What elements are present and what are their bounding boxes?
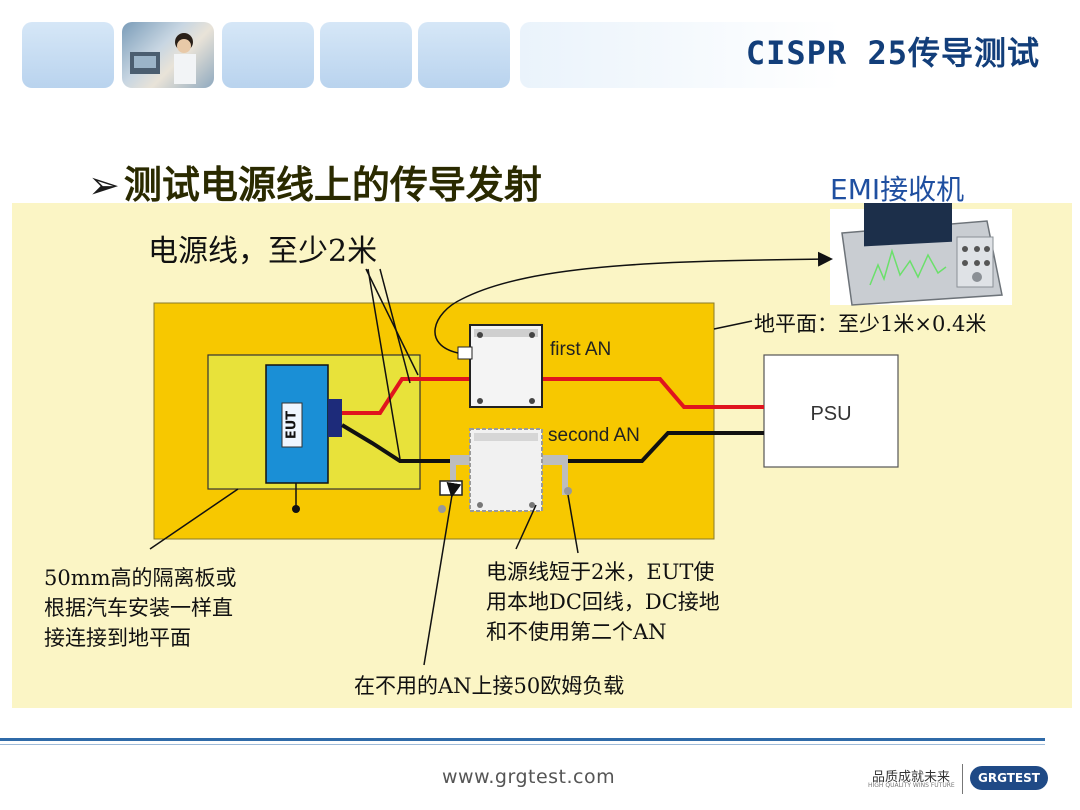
isolation-note-line-2: 根据汽车安装一样直 [44, 596, 233, 620]
title-bar [520, 22, 1055, 88]
footer-divider [0, 738, 1045, 741]
pointer-line [567, 494, 579, 554]
load-note: 在不用的AN上接50欧姆负载 [354, 674, 624, 698]
footer-divider-thin [0, 744, 1045, 745]
pointer-line [515, 504, 537, 550]
section-heading: ➢测试电源线上的传导发射 [88, 154, 542, 209]
pointer-line [149, 488, 239, 550]
header-photo [122, 22, 214, 88]
isolation-note-line-3: 接连接到地平面 [44, 626, 191, 650]
footer-slogan-sub: HIGH QUALITY WINS FUTURE [868, 782, 955, 789]
measurement-cable [434, 251, 833, 354]
pointer-line [379, 268, 411, 384]
eut-label-box [281, 402, 303, 448]
psu-box [763, 354, 899, 468]
emi-receiver-label: EMI接收机 [830, 173, 965, 206]
header-tile [320, 22, 412, 88]
second-an-label: second AN [548, 425, 640, 446]
header-tile [418, 22, 510, 88]
pointer-line [365, 268, 419, 376]
ground-plane-label: 地平面：至少1米×0.4米 [754, 312, 986, 336]
arrow-bullet-icon: ➢ [88, 163, 120, 207]
short-line-note-line-3: 和不使用第二个AN [486, 620, 667, 644]
isolation-note-line-1: 50mm高的隔离板或 [44, 566, 237, 590]
company-logo: GRGTEST [970, 766, 1048, 790]
lab-photo-icon [130, 33, 196, 84]
first-an-box [457, 324, 543, 408]
first-an-label: first AN [550, 339, 611, 360]
positive-wire-in [342, 377, 470, 415]
pointer-line [423, 481, 462, 666]
eut-ground-point [292, 505, 300, 513]
negative-wire-in [340, 423, 470, 463]
pointer-line [713, 320, 753, 330]
footer-slogan: 品质成就未来 [872, 770, 951, 785]
header-tile [22, 22, 114, 88]
test-setup-diagram: EUT PSU first AN [44, 203, 1012, 698]
diagram-panel: EUT PSU first AN [12, 203, 1072, 708]
short-line-note-line-1: 电源线短于2米，EUT使 [486, 560, 714, 584]
logo-divider [962, 764, 963, 794]
header-tile [222, 22, 314, 88]
eut-label: EUT [285, 411, 300, 439]
psu-label: PSU [810, 403, 851, 425]
power-line-label: 电源线，至少2米 [148, 234, 377, 269]
eut-connector [328, 399, 342, 437]
footer-url: www.grgtest.com [442, 766, 616, 788]
second-an-box [438, 428, 572, 513]
pointer-line [367, 268, 401, 460]
emi-receiver-icon [830, 203, 1012, 306]
section-heading-text: 测试电源线上的传导发射 [123, 163, 542, 207]
page-title: CISPR 25传导测试 [745, 34, 1040, 72]
positive-wire-out [542, 377, 764, 409]
short-line-note-line-2: 用本地DC回线，DC接地 [486, 590, 720, 614]
negative-wire-out [542, 431, 764, 463]
